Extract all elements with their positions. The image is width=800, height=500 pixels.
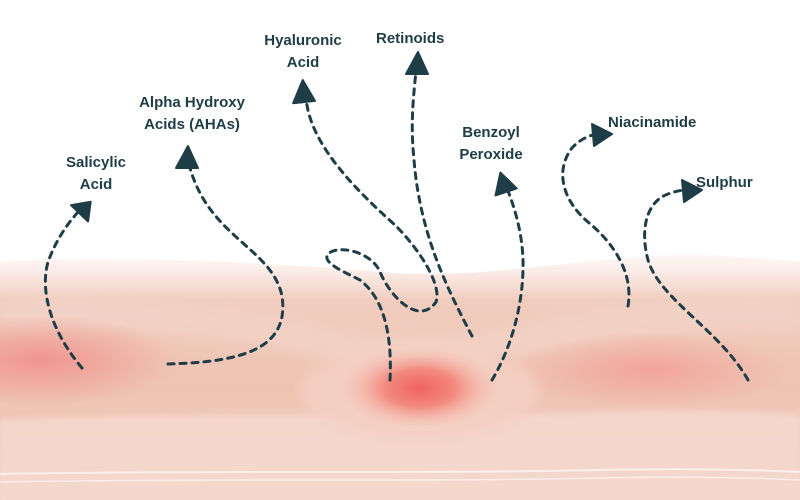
hyaluronic-acid-label-line-1: Hyaluronic (264, 32, 342, 49)
aha-arrowhead (175, 145, 199, 169)
aha-label-line-1: Alpha Hydroxy (139, 94, 245, 111)
sulphur-label-line-1: Sulphur (696, 174, 753, 191)
sulphur-path (643, 188, 750, 382)
skin-left-redness (0, 315, 180, 405)
retinoids-label-line-1: Retinoids (376, 30, 445, 47)
retinoids-label: Retinoids (376, 28, 468, 50)
niacinamide-arrowhead (591, 123, 613, 147)
sulphur-label: Sulphur (696, 172, 776, 194)
benzoyl-peroxide-label-line-2: Peroxide (459, 146, 523, 163)
aha-label: Alpha Hydroxy Acids (AHAs) (122, 92, 262, 136)
sulphur-arrowhead (681, 179, 703, 203)
skin-surface-line-2 (0, 476, 800, 483)
hyaluronic-acid-label-line-2: Acid (286, 54, 320, 71)
skin-layers (0, 248, 800, 500)
skin-top-fade (0, 248, 800, 300)
salicylic-acid-path (43, 206, 84, 370)
niacinamide-label-line-1: Niacinamide (608, 114, 697, 131)
skin-surface-line (0, 468, 800, 475)
niacinamide-label: Niacinamide (608, 112, 738, 134)
benzoyl-peroxide-path (490, 184, 525, 382)
salicylic-acid-label-line-2: Acid (79, 176, 113, 193)
hyaluronic-acid-path (304, 94, 439, 382)
hyaluronic-acid-arrowhead (292, 79, 316, 105)
skin-upper-ridge (0, 298, 800, 366)
ingredient-paths (43, 68, 750, 382)
niacinamide-path (561, 132, 631, 308)
benzoyl-peroxide-label: Benzoyl Peroxide (447, 122, 535, 166)
retinoids-arrowhead (405, 51, 429, 75)
aha-path (166, 166, 285, 366)
skin-right-redness (510, 332, 790, 408)
hyaluronic-acid-label: Hyaluronic Acid (250, 30, 356, 74)
benzoyl-peroxide-label-line-1: Benzoyl (462, 124, 520, 141)
benzoyl-peroxide-arrowhead (494, 171, 518, 197)
salicylic-acid-arrowhead (69, 200, 92, 223)
arrowheads (69, 51, 703, 223)
salicylic-acid-label-line-1: Salicylic (65, 154, 127, 171)
salicylic-acid-label: Salicylic Acid (56, 152, 136, 196)
retinoids-path (410, 68, 474, 338)
blemish (340, 346, 500, 430)
aha-label-line-2: Acids (AHAs) (144, 116, 240, 133)
